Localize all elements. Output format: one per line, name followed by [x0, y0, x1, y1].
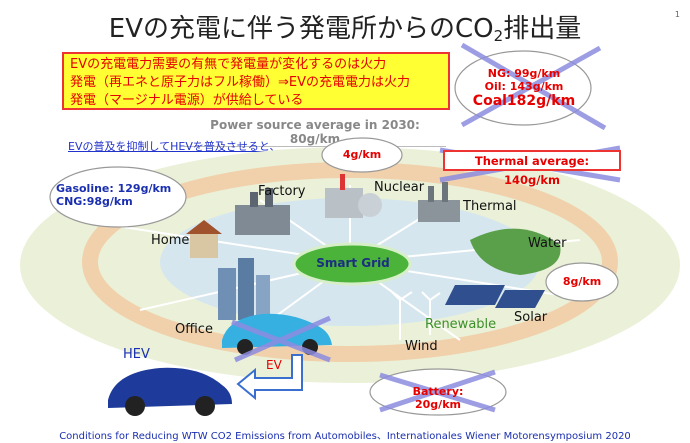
cloud-fossil-text: NG: 99g/km Oil: 143g/km Coal182g/km	[470, 67, 578, 109]
ev-car	[222, 313, 332, 355]
nuclear-label: Nuclear	[374, 180, 425, 195]
ng-value: NG: 99g/km	[487, 67, 561, 80]
hev-car	[108, 367, 232, 416]
cloud-nuclear	[321, 137, 403, 173]
thermal-label: Thermal	[463, 199, 517, 214]
battery-emission-value: Battery: 20g/km	[412, 385, 464, 411]
note-line-3: 発電（マージナル電源）が供給している	[70, 93, 304, 108]
cloud-gasoline	[49, 166, 187, 228]
wind-turbines	[389, 289, 441, 340]
smart-grid-ellipse	[292, 242, 412, 286]
office-label: Office	[175, 322, 213, 337]
coal-value: Coal182g/km	[472, 93, 576, 109]
nuclear-plant	[325, 174, 382, 218]
thermal-plant	[418, 182, 460, 222]
hev-label: HEV	[123, 347, 150, 362]
page-number: 1	[674, 10, 680, 19]
cloud-gasoline-text: Gasoline: 129g/km CNG:98g/km	[56, 182, 181, 208]
ev-label: EV	[266, 358, 282, 372]
thermal-average-box: Thermal average: 140g/km	[443, 150, 621, 187]
explanation-note: EVの充電電力需要の有無で発電量が変化するのは火力 発電（再エネと原子力はフル稼…	[62, 52, 450, 110]
office-towers	[218, 258, 270, 320]
water-label: Water	[528, 236, 567, 251]
cloud-renewable	[545, 262, 619, 302]
hev-promotion-text: EVの普及を抑制してHEVを普及させると、	[68, 140, 281, 153]
oil-value: Oil: 143g/km	[484, 80, 564, 93]
note-line-2: 発電（再エネと原子力はフル稼働）⇒EVの充電電力は火力	[70, 75, 410, 90]
renewable-label: Renewable	[425, 317, 497, 332]
solar-label: Solar	[514, 310, 548, 325]
footer-citation: Conditions for Reducing WTW CO2 Emission…	[59, 431, 631, 442]
home-buildings	[186, 220, 222, 258]
smart-grid-label: Smart Grid	[316, 256, 390, 270]
note-line-1: EVの充電電力需要の有無で発電量が変化するのは火力	[70, 57, 387, 72]
solar-panels	[445, 285, 545, 308]
factory-building	[235, 188, 290, 235]
nuclear-emission-value: 4g/km	[342, 148, 382, 161]
factory-label: Factory	[258, 184, 306, 199]
water-dam-area	[470, 228, 561, 275]
wind-label: Wind	[405, 339, 438, 354]
cng-value: CNG:98g/km	[56, 195, 133, 208]
renewable-emission-value: 8g/km	[562, 275, 602, 288]
home-label: Home	[151, 233, 190, 248]
ev-to-hev-arrow	[236, 354, 303, 401]
power-source-average: Power source average in 2030: 80g/km	[184, 118, 446, 147]
slide-title: EVの充電に伴う発電所からのCO2排出量	[108, 14, 582, 45]
gasoline-value: Gasoline: 129g/km	[56, 182, 172, 195]
